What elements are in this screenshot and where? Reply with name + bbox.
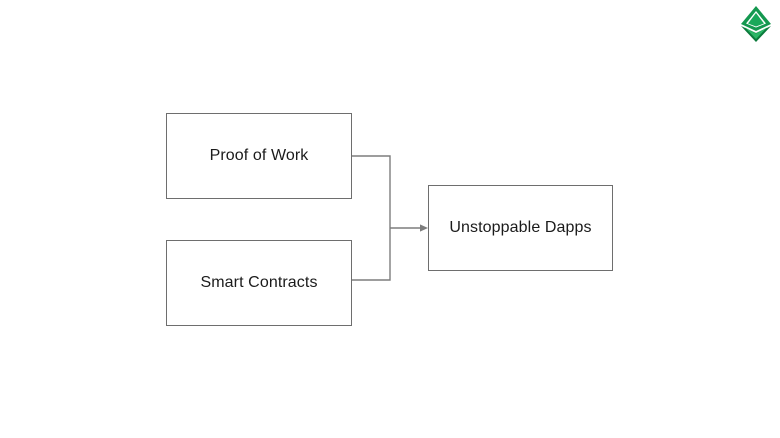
node-proof-of-work[interactable]: Proof of Work [166,113,352,199]
arrow-head-icon [420,224,428,232]
node-proof-of-work-label: Proof of Work [209,147,309,165]
edge-smart-contracts-to-dapps [352,228,391,281]
node-smart-contracts-label: Smart Contracts [200,274,318,292]
node-unstoppable-dapps[interactable]: Unstoppable Dapps [428,185,613,271]
edge-proof-of-work-to-dapps [352,155,391,228]
node-unstoppable-dapps-label: Unstoppable Dapps [449,219,592,237]
node-smart-contracts[interactable]: Smart Contracts [166,240,352,326]
ethereum-classic-diamond-icon [738,4,774,44]
